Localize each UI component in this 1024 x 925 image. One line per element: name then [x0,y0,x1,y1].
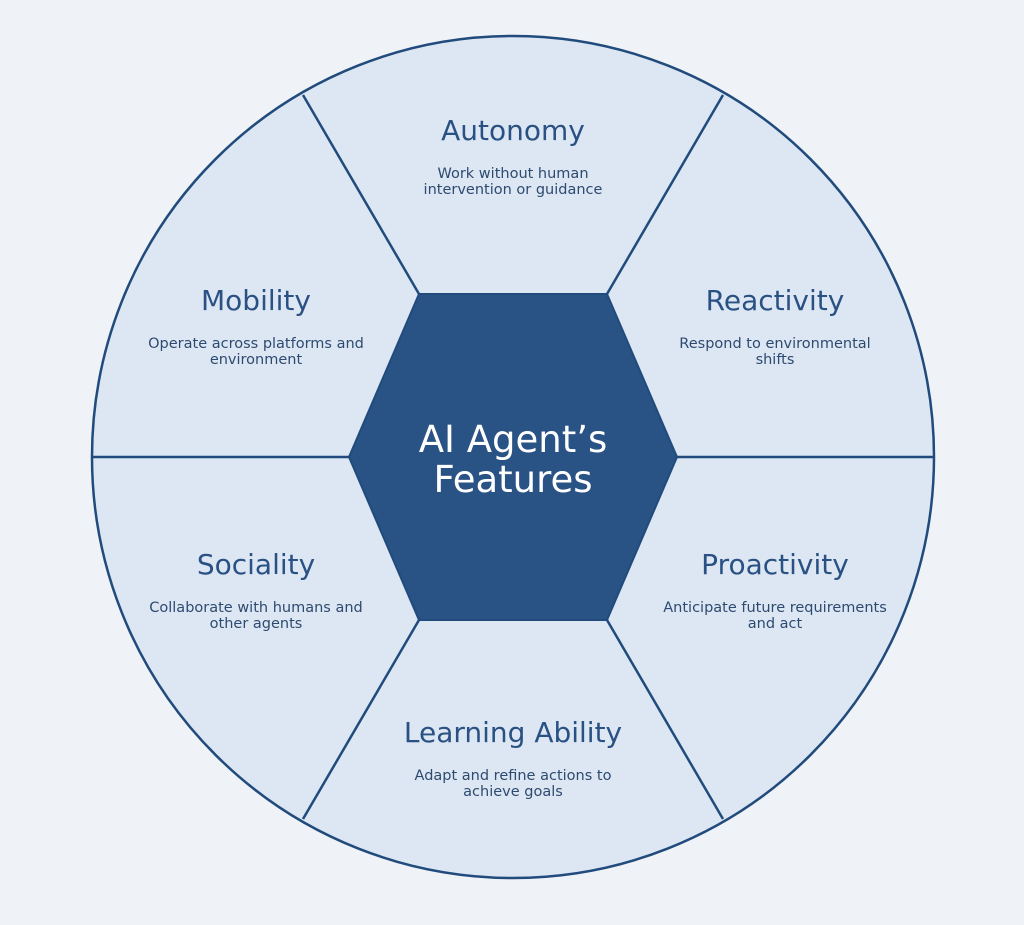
feature-description-line: Respond to environmental [679,336,870,352]
divider-line [301,619,421,820]
feature-description-line: Collaborate with humans and [149,600,362,616]
segment-dividers [92,94,934,820]
feature-proactivity: Proactivity Anticipate future requiremen… [663,548,887,632]
center-title-line2: Features [433,458,592,501]
divider-line [605,619,725,820]
feature-description-line: Adapt and refine actions to [415,768,612,784]
divider-line [605,94,725,295]
feature-title: Learning Ability [404,716,622,749]
feature-title: Autonomy [441,114,585,147]
feature-mobility: Mobility Operate across platforms and en… [148,284,364,368]
feature-title: Reactivity [706,284,845,317]
feature-description-line: shifts [756,352,795,368]
center-title-line1: AI Agent’s [419,418,608,461]
feature-title: Sociality [197,548,315,581]
feature-description-line: environment [210,352,303,368]
feature-learning-ability: Learning Ability Adapt and refine action… [404,716,622,800]
feature-title: Mobility [201,284,311,317]
feature-sociality: Sociality Collaborate with humans and ot… [149,548,362,632]
feature-description-line: intervention or guidance [424,182,603,198]
feature-description-line: and act [748,616,803,632]
feature-description-line: achieve goals [463,784,563,800]
feature-description-line: other agents [210,616,303,632]
feature-description-line: Anticipate future requirements [663,600,887,616]
center-hexagon [347,293,679,621]
feature-reactivity: Reactivity Respond to environmental shif… [679,284,870,368]
feature-autonomy: Autonomy Work without human intervention… [424,114,603,198]
feature-title: Proactivity [701,548,849,581]
feature-description-line: Operate across platforms and [148,336,364,352]
divider-line [301,94,421,295]
feature-description-line: Work without human [437,166,588,182]
